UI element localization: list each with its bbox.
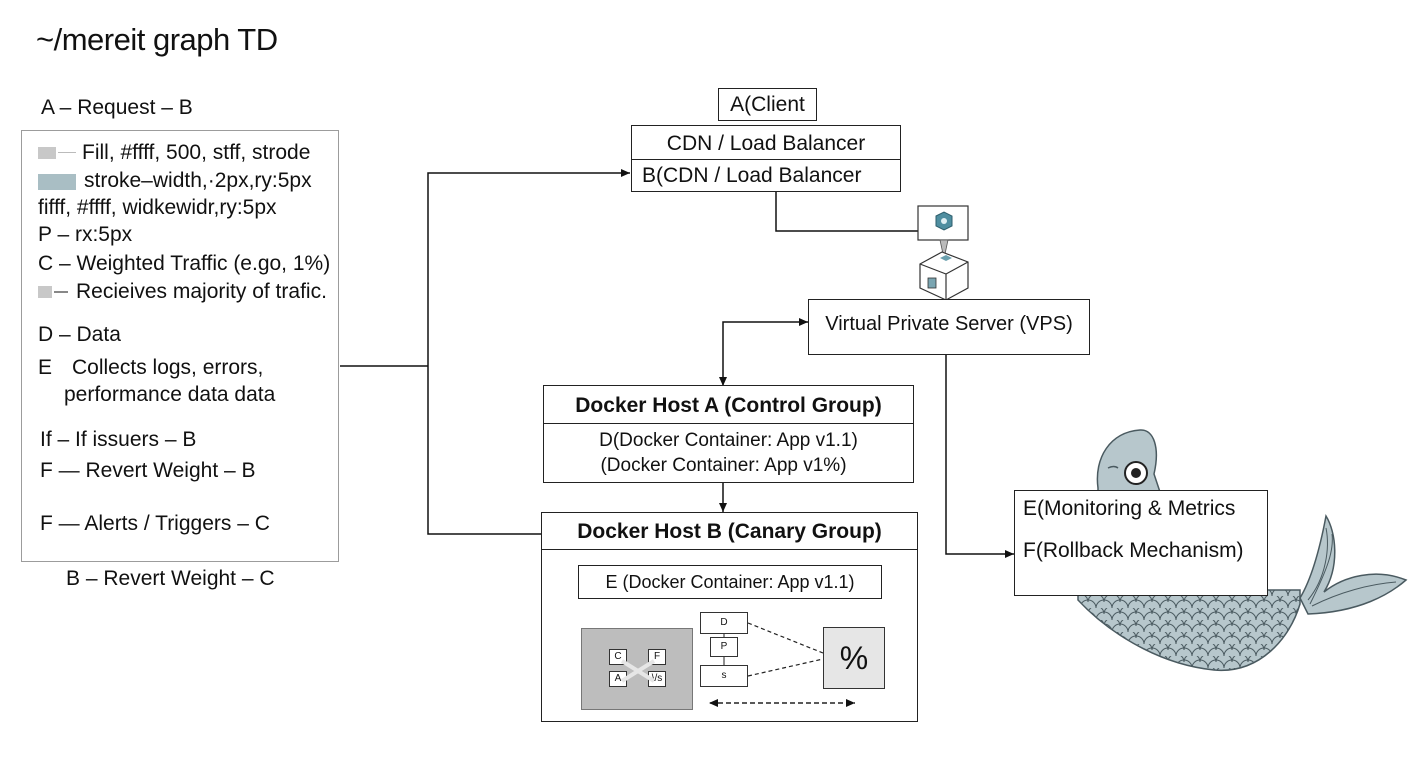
rollback-label: F(Rollback Mechanism) bbox=[1023, 539, 1244, 562]
stack-bottom-box: s bbox=[700, 665, 748, 687]
vps-to-monitoring-arrow bbox=[945, 355, 1014, 558]
vps-label: Virtual Private Server (VPS) bbox=[825, 313, 1073, 335]
docker-host-a-container-2: (Docker Container: App v1%) bbox=[600, 455, 847, 476]
legend-line: stroke–width,·2px,ry:5px bbox=[84, 169, 312, 192]
host-a-vps-arrow bbox=[719, 318, 808, 386]
stack-mid-box: P bbox=[710, 637, 738, 657]
trunk-to-cdn-arrow bbox=[427, 169, 630, 366]
legend-footer: B – Revert Weight – C bbox=[66, 567, 275, 590]
docker-host-a-divider bbox=[544, 423, 913, 424]
legend-line: performance data data bbox=[64, 383, 276, 406]
percent-box: % bbox=[823, 627, 885, 689]
legend-line: Collects logs, errors, bbox=[72, 356, 264, 379]
docker-host-b-container-label: E (Docker Container: App v1.1) bbox=[605, 572, 855, 592]
legend-line: Fill, #ffff, 500, stff, strode bbox=[82, 141, 311, 164]
docker-host-a-title: Docker Host A (Control Group) bbox=[575, 394, 882, 417]
cdn-b-label: B(CDN / Load Balancer bbox=[642, 164, 862, 187]
legend-header: A – Request – B bbox=[41, 96, 193, 119]
docker-host-b-container[interactable]: E (Docker Container: App v1.1) bbox=[578, 565, 882, 599]
docker-host-b-node[interactable]: Docker Host B (Canary Group) E (Docker C… bbox=[541, 512, 918, 722]
docker-host-a-container-1: D(Docker Container: App v1.1) bbox=[599, 430, 858, 451]
legend-line: C – Weighted Traffic (e.go, 1%) bbox=[38, 252, 331, 275]
legend-swatch-teal bbox=[38, 174, 76, 190]
legend-swatch-dash bbox=[54, 291, 68, 293]
canary-diagram-panel: C F A \/s bbox=[581, 628, 693, 710]
legend-line: If – If issuers – B bbox=[40, 428, 197, 451]
legend-line: P – rx:5px bbox=[38, 223, 133, 246]
cdn-label: CDN / Load Balancer bbox=[666, 132, 866, 155]
legend-line: F — Revert Weight – B bbox=[40, 459, 256, 482]
cdn-to-server-line bbox=[775, 192, 918, 232]
server-cube-icon bbox=[917, 205, 969, 301]
cdn-divider bbox=[632, 159, 900, 160]
legend-line: D – Data bbox=[38, 323, 121, 346]
legend-line: fifff, #ffff, widkewidr,ry:5px bbox=[38, 196, 277, 219]
legend-swatch-gray bbox=[38, 147, 56, 159]
docker-host-b-divider bbox=[542, 549, 917, 550]
vps-node[interactable]: Virtual Private Server (VPS) bbox=[808, 299, 1090, 355]
docker-host-b-title: Docker Host B (Canary Group) bbox=[577, 520, 882, 543]
client-node[interactable]: A(Client bbox=[718, 88, 817, 121]
legend-swatch-gray bbox=[38, 286, 52, 298]
docker-host-a-node[interactable]: Docker Host A (Control Group) D(Docker C… bbox=[543, 385, 914, 483]
legend-swatch-dash bbox=[58, 152, 76, 153]
cdn-node[interactable]: CDN / Load Balancer B(CDN / Load Balance… bbox=[631, 125, 901, 192]
page-title: ~/mereit graph TD bbox=[36, 22, 278, 57]
legend-line: F — Alerts / Triggers – C bbox=[40, 512, 270, 535]
fish-mascot-icon bbox=[1077, 429, 1408, 671]
legend-panel: Fill, #ffff, 500, stff, strode stroke–wi… bbox=[21, 130, 339, 562]
monitoring-node[interactable]: E(Monitoring & Metrics F(Rollback Mechan… bbox=[1014, 490, 1268, 596]
trunk-to-host-b-line bbox=[427, 366, 541, 535]
legend-line: E bbox=[38, 356, 53, 379]
monitoring-label: E(Monitoring & Metrics bbox=[1023, 497, 1236, 520]
client-label: A(Client bbox=[730, 93, 805, 116]
percent-label: % bbox=[839, 640, 869, 676]
stack-top-box: D bbox=[700, 612, 748, 634]
legend-line: Recieives majority of trafic. bbox=[76, 280, 327, 303]
canary-connector-lines bbox=[709, 622, 855, 707]
cross-lines-icon bbox=[620, 659, 656, 683]
